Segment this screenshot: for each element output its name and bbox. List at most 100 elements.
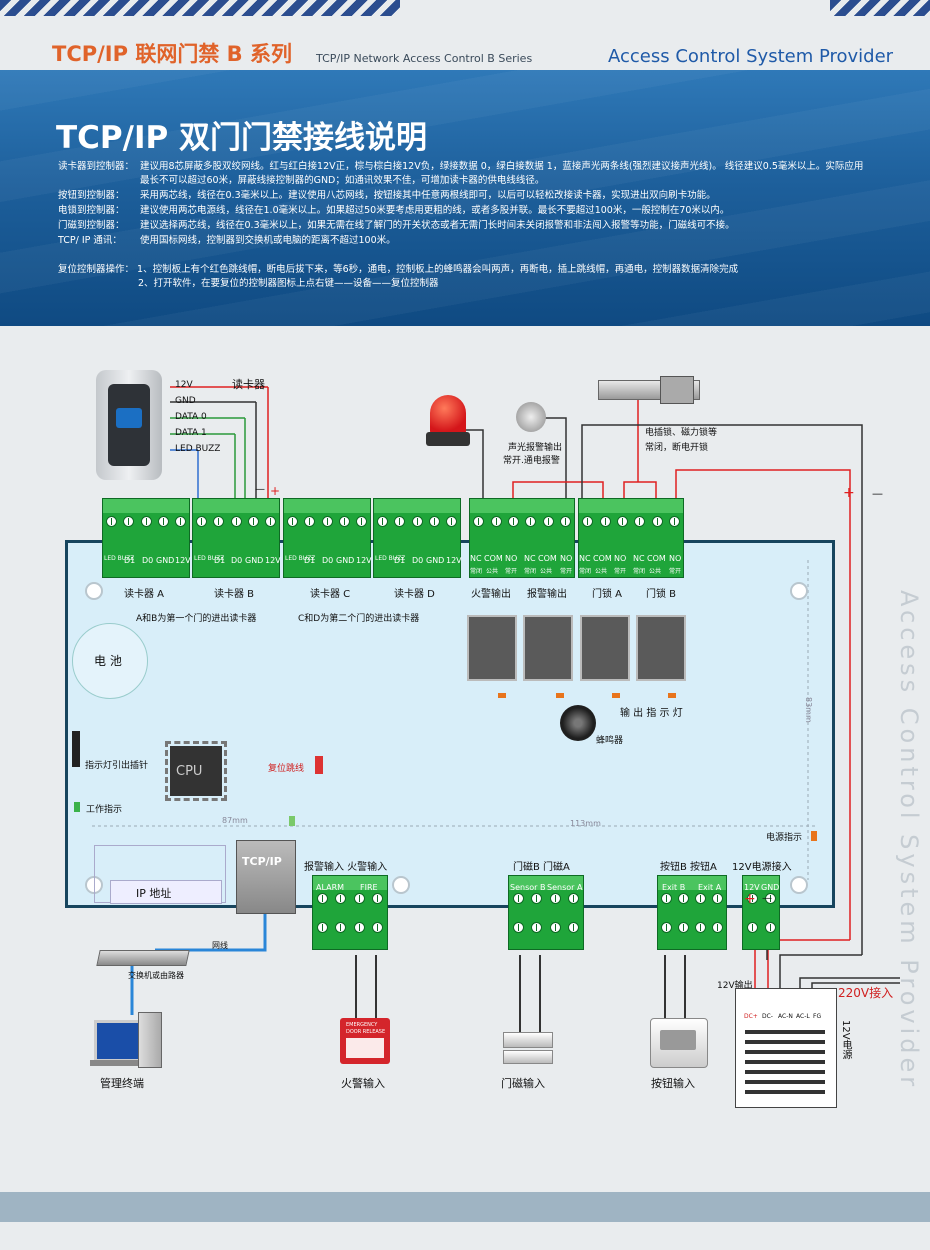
terminal-screw <box>512 893 524 904</box>
fire-box-text: EMERGENCY <box>346 1022 378 1028</box>
relay-sub: 公共 <box>540 568 553 575</box>
relay-pin: NO <box>614 554 627 563</box>
relay-pin: NO <box>560 554 573 563</box>
port-label: 门锁 B <box>646 589 677 600</box>
monitor <box>94 1020 144 1062</box>
relay-pin: NO <box>669 554 682 563</box>
work-led <box>74 802 80 812</box>
port-label: 报警输出 <box>527 589 567 600</box>
vertical-tagline: Access Control System Provider <box>895 590 923 1091</box>
pin-label: 12V <box>446 556 462 565</box>
pin-label: GND <box>156 556 175 565</box>
terminal-screw <box>764 893 776 904</box>
output-led <box>612 693 620 698</box>
relay-pin: COM <box>593 554 612 563</box>
terminal-screw <box>568 893 580 904</box>
pin-label: FIRE <box>360 883 378 892</box>
instruction-banner <box>0 70 930 326</box>
out-12v-label: 12V输出 <box>717 981 753 991</box>
terminal-screw <box>490 516 502 527</box>
terminal-screw <box>695 922 706 933</box>
dim-87: 87mm <box>222 816 248 825</box>
pin-label: 12V <box>265 556 281 565</box>
terminal-screw <box>661 922 672 933</box>
relay-pin: NC <box>470 554 482 563</box>
reader-title: 读卡器 <box>232 378 265 391</box>
power-led-label: 电源指示 <box>766 833 803 843</box>
pin-label: Sensor A <box>547 883 583 892</box>
output-led-label: 输 出 指 示 灯 <box>620 708 683 719</box>
pin-label: D0 <box>412 556 424 565</box>
relay-pin: NO <box>505 554 518 563</box>
footer-bar <box>0 1192 930 1222</box>
pin-label: Exit A <box>698 883 722 892</box>
terminal-screw <box>316 922 328 933</box>
wire-label: 12V <box>175 380 193 390</box>
pin-label: D1 <box>214 556 226 565</box>
pin-label: D1 <box>394 556 406 565</box>
terminal-screw <box>335 922 347 933</box>
terminal-button <box>657 875 727 950</box>
terminal-sensor <box>508 875 584 950</box>
terminal-screw <box>651 516 663 527</box>
port-label: 读卡器 D <box>394 589 435 600</box>
note-line: 读卡器到控制器：建议用8芯屏蔽多股双绞网线。红与红白接12V正，棕与棕白接12V… <box>58 161 864 172</box>
relay-pin: COM <box>538 554 557 563</box>
reset-jumper[interactable] <box>315 756 323 774</box>
cpu-chip <box>165 741 227 801</box>
terminal-screw <box>264 516 276 527</box>
terminal-screw <box>353 893 365 904</box>
ac-input-label: 220V接入 <box>838 986 894 1000</box>
terminal-screw <box>338 516 350 527</box>
fire-input-label: 火警输入 <box>341 1077 385 1090</box>
relay-pin: COM <box>647 554 666 563</box>
port-label: 读卡器 C <box>310 589 351 600</box>
terminal-screw <box>372 893 384 904</box>
terminal-screw <box>661 893 672 904</box>
net-cable-label: 网线 <box>212 941 228 950</box>
rj45-port[interactable] <box>236 840 296 914</box>
indicator-pin-label: 指示灯引出插针 <box>85 761 149 771</box>
network-switch <box>96 950 190 966</box>
cpu-label: CPU <box>176 764 203 779</box>
horn-speaker <box>516 402 546 432</box>
terminal-screw <box>377 516 389 527</box>
siren-base <box>426 432 470 446</box>
pc-tower <box>138 1012 162 1068</box>
plus-sign: + <box>843 485 855 501</box>
terminal-label: 管理终端 <box>100 1077 144 1090</box>
battery-label: 电 池 <box>94 654 122 668</box>
terminal-screw <box>746 922 758 933</box>
relay <box>523 615 573 681</box>
note-cd: C和D为第二个门的进出读卡器 <box>298 614 420 624</box>
port-label: 读卡器 A <box>124 589 165 600</box>
psu-vents <box>745 1030 825 1100</box>
pin-label: D0 <box>142 556 154 565</box>
sensor-title: 门磁B 门磁A <box>513 862 570 873</box>
header-stripe-right <box>830 0 930 16</box>
port-label: 门锁 A <box>592 589 623 600</box>
pin-label: GND <box>426 556 445 565</box>
alarm-output-label: 声光报警输出 <box>508 443 563 453</box>
terminal-screw <box>230 516 242 527</box>
series-subtitle: TCP/IP Network Access Control B Series <box>316 52 533 65</box>
terminal-screw <box>712 893 723 904</box>
terminal-screw <box>582 516 594 527</box>
fire-box-text: DOOR RELEASE <box>346 1029 386 1035</box>
terminal-screw <box>287 516 299 527</box>
relay-sub: 常闭 <box>470 568 483 575</box>
terminal-screw <box>123 516 135 527</box>
mount-hole <box>392 876 410 894</box>
button-title: 按钮B 按钮A <box>660 862 717 873</box>
pin-label: ALARM <box>316 883 345 892</box>
lock-sub: 常闭，断电开锁 <box>645 443 709 453</box>
terminal-screw <box>507 516 519 527</box>
terminal-screw <box>304 516 316 527</box>
terminal-screw <box>335 893 347 904</box>
terminal-screw <box>213 516 225 527</box>
terminal-screw <box>616 516 628 527</box>
note-line: 按钮到控制器：采用两芯线，线径在0.3毫米以上。建议使用八芯网线，按钮接其中任意… <box>58 190 716 201</box>
pin-label: LED BUZZ <box>194 555 225 562</box>
pin-label: LED BUZZ <box>104 555 135 562</box>
